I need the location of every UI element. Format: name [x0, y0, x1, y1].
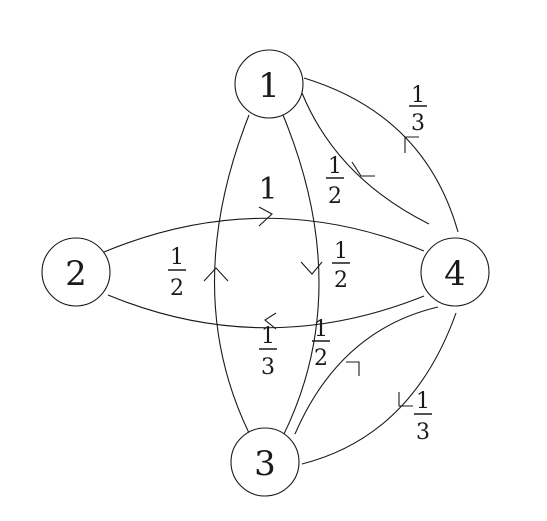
arrowhead-3-1-left — [203, 267, 229, 282]
edge-3-4-inner — [294, 306, 439, 435]
weight-1-4-outer-numerator: 1 — [411, 83, 425, 108]
edge-3-1-left — [214, 114, 250, 434]
arrowhead-3-4-outer — [398, 392, 413, 407]
node-3: 3 — [230, 427, 300, 497]
weight-3-1-left: 1 2 — [168, 245, 186, 301]
edge-2-4 — [103, 217, 425, 253]
node-1: 1 — [234, 49, 304, 119]
edge-1-3-right — [282, 114, 320, 437]
weight-1-4-outer-denominator: 3 — [411, 111, 425, 136]
weight-3-1-left-denominator: 2 — [170, 276, 184, 301]
edge-1-4-inner — [301, 92, 430, 225]
weight-3-1-left-numerator: 1 — [170, 245, 184, 270]
arrowhead-1-4-inner — [351, 161, 375, 177]
edge-3-4-outer — [301, 312, 457, 465]
node-2: 2 — [41, 237, 111, 307]
arrowhead-2-4 — [258, 206, 273, 227]
weight-4-2: 1 3 — [259, 324, 277, 380]
arrowhead-4-2 — [264, 312, 277, 330]
edge-4-2 — [107, 294, 425, 329]
node-2-label: 2 — [65, 254, 87, 294]
weight-1-4-outer: 1 3 — [409, 83, 427, 136]
weight-1-4-inner: 1 2 — [326, 154, 344, 209]
weight-3-4-inner-denominator: 2 — [314, 346, 328, 371]
node-4: 4 — [420, 237, 490, 307]
node-3-circle — [230, 427, 300, 497]
node-3-label: 3 — [254, 444, 276, 484]
weight-2-4: 1 — [258, 172, 277, 207]
weight-4-2-numerator: 1 — [261, 324, 275, 349]
arrowhead-1-4-outer — [404, 136, 419, 153]
edge-1-4-outer — [303, 77, 459, 233]
weight-1-3-right-denominator: 2 — [334, 268, 348, 293]
weight-3-4-outer-denominator: 3 — [416, 420, 430, 445]
node-4-label: 4 — [444, 254, 466, 294]
weight-1-4-inner-numerator: 1 — [328, 154, 342, 179]
node-1-circle — [234, 49, 304, 119]
weight-1-3-right-numerator: 1 — [334, 239, 348, 264]
arrowhead-1-3-right — [300, 261, 323, 275]
weight-3-4-inner-numerator: 1 — [314, 317, 328, 342]
weight-3-4-outer-numerator: 1 — [416, 389, 430, 414]
weight-1-4-inner-denominator: 2 — [328, 184, 342, 209]
node-2-circle — [41, 237, 111, 307]
weight-4-2-denominator: 3 — [261, 355, 275, 380]
node-1-label: 1 — [258, 66, 280, 106]
node-4-circle — [420, 237, 490, 307]
weight-1-3-right: 1 2 — [332, 239, 350, 293]
weight-3-4-inner: 1 2 — [312, 317, 330, 371]
weight-3-4-outer: 1 3 — [414, 389, 432, 445]
arrowhead-3-4-inner — [346, 361, 360, 376]
